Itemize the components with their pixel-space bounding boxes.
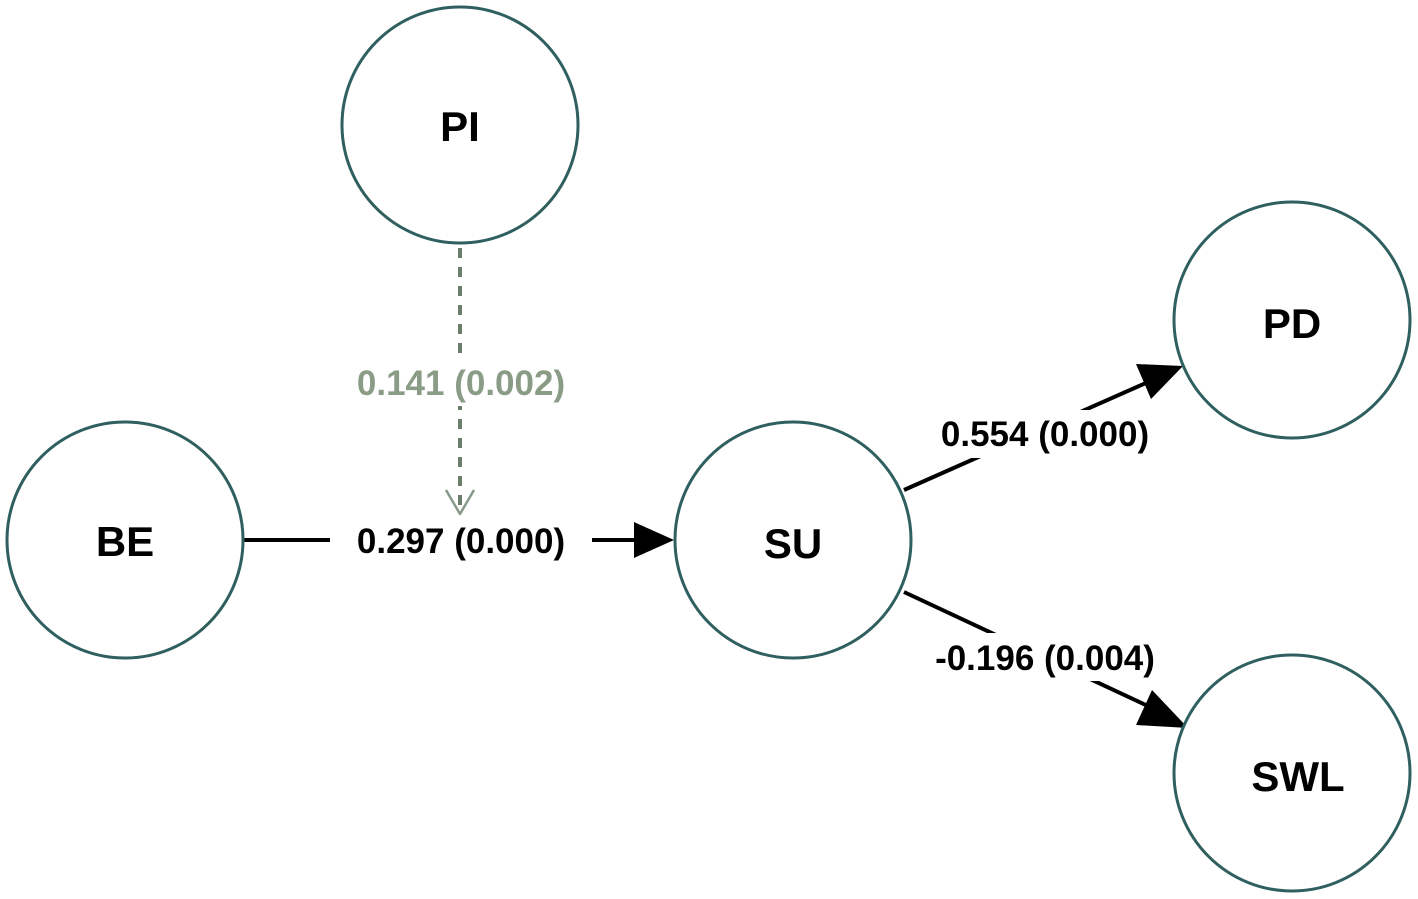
- pi-moderation-label-bg: [332, 358, 590, 406]
- node-pd: PD: [1172, 200, 1412, 440]
- node-su-circle: [673, 420, 913, 660]
- node-swl: SWL: [1172, 653, 1412, 893]
- su-pd-label-bg: [916, 410, 1178, 458]
- su-swl-arrowhead: [1136, 690, 1188, 728]
- pi-moderation-arrowhead: [444, 489, 476, 517]
- su-pd-arrowhead: [1136, 364, 1183, 399]
- be-su-coefficient: 0.297 (0.000): [357, 522, 565, 561]
- node-pd-label: PD: [1263, 300, 1321, 347]
- node-pi-label: PI: [440, 103, 480, 150]
- be-su-label-bg: [330, 515, 592, 565]
- su-swl-coefficient: -0.196 (0.004): [935, 639, 1155, 678]
- su-swl-label-bg: [908, 633, 1184, 681]
- node-pi: PI: [340, 5, 580, 245]
- node-be-label: BE: [96, 518, 154, 565]
- node-swl-circle: [1172, 653, 1412, 893]
- node-be: BE: [5, 420, 245, 660]
- node-swl-label: SWL: [1251, 753, 1344, 800]
- pi-moderation-coefficient: 0.141 (0.002): [357, 364, 565, 403]
- node-pi-circle: [340, 5, 580, 245]
- be-su-arrowhead: [634, 522, 674, 558]
- node-su-label: SU: [764, 520, 822, 567]
- su-pd-coefficient: 0.554 (0.000): [941, 415, 1149, 454]
- node-pd-circle: [1172, 200, 1412, 440]
- node-be-circle: [5, 420, 245, 660]
- node-su: SU: [673, 420, 913, 660]
